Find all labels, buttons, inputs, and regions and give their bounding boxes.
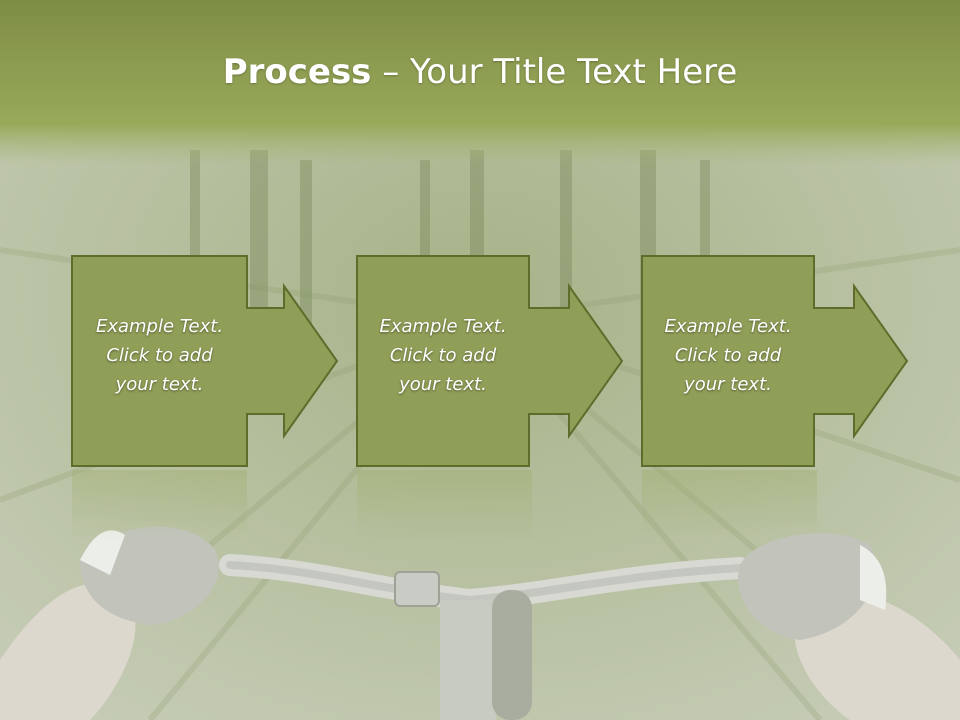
step-text-line: Click to add (674, 345, 782, 366)
step-text-line: Example Text. (379, 316, 507, 337)
arrow-box-shape (71, 255, 339, 467)
title-rest-text: – Your Title Text Here (371, 52, 738, 92)
step-text-line: your text. (399, 374, 487, 395)
process-step-3[interactable]: Example Text. Click to add your text. (641, 255, 909, 467)
step-1-reflection (72, 470, 247, 540)
step-text-line: Example Text. (95, 316, 224, 337)
process-step-2[interactable]: Example Text. Click to add your text. (356, 255, 624, 467)
step-3-reflection (642, 470, 817, 540)
step-text-line: your text. (684, 374, 772, 395)
step-3-text[interactable]: Example Text. Click to add your text. (642, 312, 814, 399)
title-bold-text: Process (222, 52, 372, 92)
step-text-line: Click to add (106, 345, 213, 366)
step-2-text[interactable]: Example Text. Click to add your text. (357, 312, 529, 399)
step-text-line: Example Text. (664, 316, 792, 337)
arrow-box-shape (356, 255, 624, 467)
step-text-line: your text. (115, 374, 204, 395)
process-step-1[interactable]: Example Text. Click to add your text. (71, 255, 339, 467)
slide-title[interactable]: Process – Your Title Text Here (0, 52, 960, 92)
step-text-line: Click to add (389, 345, 497, 366)
arrow-box-shape (641, 255, 909, 467)
step-2-reflection (357, 470, 532, 540)
step-1-text[interactable]: Example Text. Click to add your text. (72, 312, 247, 399)
